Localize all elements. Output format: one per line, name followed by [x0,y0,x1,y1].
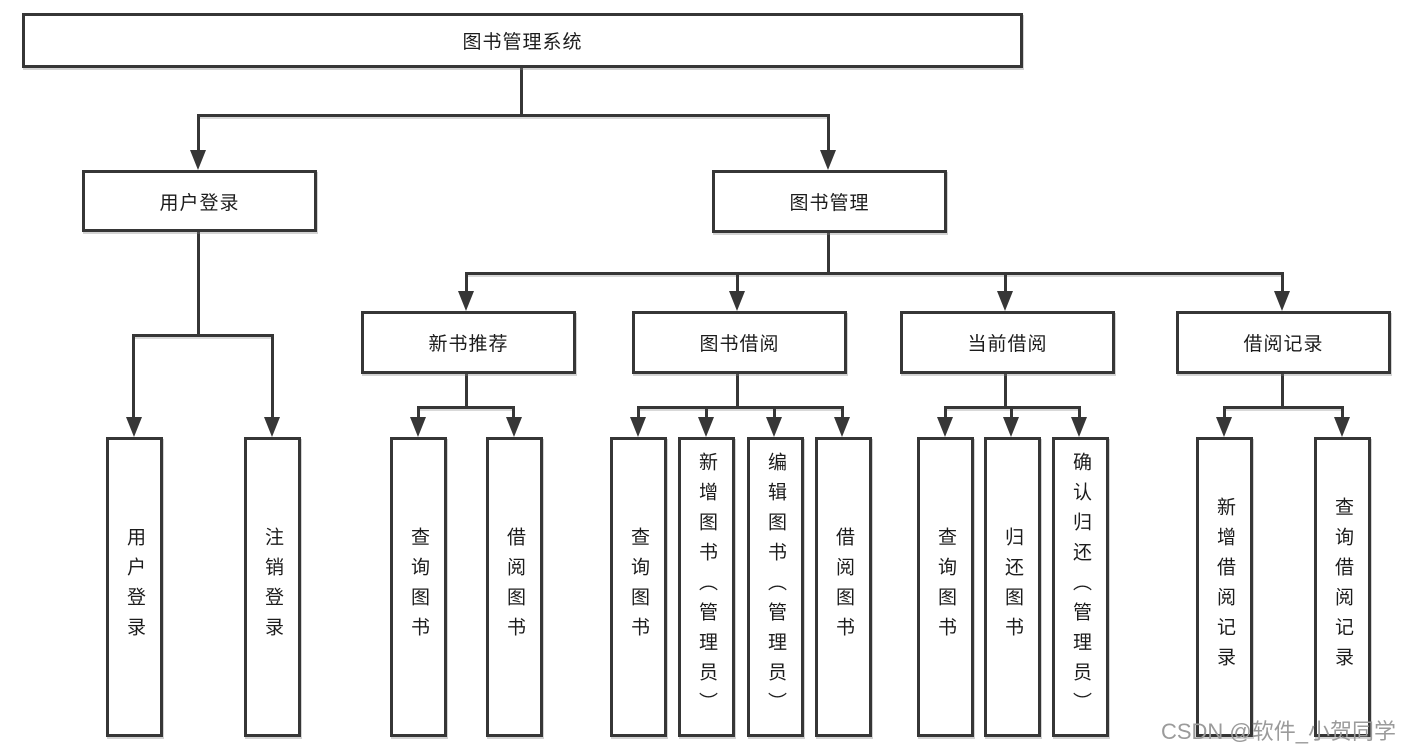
connector-line [637,406,640,420]
connector-line [520,68,523,116]
node-book-borrowing: 图书借阅 [632,311,847,374]
connector-line [827,114,830,154]
connector-line [417,406,515,409]
node-label: 查询借阅记录 [1332,497,1353,677]
node-add-borrow-record: 新增借阅记录 [1196,437,1253,737]
node-query-books-borrowing: 查询图书 [610,437,667,737]
node-label: 当前借阅 [967,334,1048,355]
node-borrowing-records: 借阅记录 [1176,311,1391,374]
connector-line [417,406,420,420]
connector-line [773,406,776,420]
node-label: 归还图书 [1002,527,1023,647]
node-current-borrowing: 当前借阅 [900,311,1115,374]
arrow-down-icon [834,417,850,437]
node-library-system: 图书管理系统 [22,13,1023,68]
node-label: 借阅图书 [833,527,854,647]
node-label: 图书管理 [789,193,870,214]
node-new-book-recommend: 新书推荐 [361,311,576,374]
node-label: 新书推荐 [428,334,509,355]
connector-line [1223,406,1226,420]
arrow-down-icon [1216,417,1232,437]
arrow-down-icon [190,150,206,170]
node-label: 查询图书 [935,527,956,647]
node-label: 图书借阅 [699,334,780,355]
node-label: 新增借阅记录 [1214,497,1235,677]
connector-line [1004,374,1007,408]
arrow-down-icon [729,291,745,311]
connector-line [841,406,844,420]
connector-line [512,406,515,420]
node-edit-books-admin: 编辑图书（管理员） [747,437,804,737]
connector-line [197,114,200,154]
node-return-books: 归还图书 [984,437,1041,737]
connector-line [637,406,844,409]
connector-line [1010,406,1013,420]
connector-line [1341,406,1344,420]
arrow-down-icon [126,417,142,437]
connector-line [944,406,947,420]
node-book-management: 图书管理 [712,170,947,233]
connector-line [1004,272,1007,294]
connector-line [1281,272,1284,294]
arrow-down-icon [630,417,646,437]
arrow-down-icon [820,150,836,170]
node-borrow-books-borrowing: 借阅图书 [815,437,872,737]
node-query-borrow-record: 查询借阅记录 [1314,437,1371,737]
arrow-down-icon [410,417,426,437]
node-label: 确认归还（管理员） [1070,452,1091,722]
node-borrow-books-recommend: 借阅图书 [486,437,543,737]
connector-line [1223,406,1344,409]
arrow-down-icon [1334,417,1350,437]
arrow-down-icon [766,417,782,437]
connector-line [465,272,1284,275]
connector-line [132,334,274,337]
node-label: 图书管理系统 [462,32,583,53]
connector-line [1078,406,1081,420]
node-label: 用户登录 [159,192,240,214]
arrow-down-icon [997,291,1013,311]
arrow-down-icon [1003,417,1019,437]
node-label: 借阅图书 [504,527,525,647]
arrow-down-icon [1274,291,1290,311]
node-logout: 注销登录 [244,437,301,737]
arrow-down-icon [1071,417,1087,437]
arrow-down-icon [937,417,953,437]
node-label: 注销登录 [262,527,283,647]
arrow-down-icon [264,417,280,437]
connector-line [197,232,200,337]
connector-line [1281,374,1284,408]
connector-line [736,272,739,294]
node-confirm-return-admin: 确认归还（管理员） [1052,437,1109,737]
node-label: 查询图书 [408,527,429,647]
csdn-watermark: CSDN @软件_小贺同学 [1160,719,1396,744]
connector-line [271,334,274,418]
node-label: 借阅记录 [1243,334,1324,355]
node-query-books-recommend: 查询图书 [390,437,447,737]
connector-line [465,272,468,294]
node-label: 用户登录 [124,527,145,647]
node-label: 编辑图书（管理员） [765,452,786,722]
connector-line [132,334,135,418]
node-user-login: 用户登录 [82,170,317,232]
node-user-login-leaf: 用户登录 [106,437,163,737]
connector-line [465,374,468,408]
node-label: 新增图书（管理员） [696,452,717,722]
node-label: 查询图书 [628,527,649,647]
arrow-down-icon [458,291,474,311]
connector-line [827,233,830,275]
arrow-down-icon [506,417,522,437]
connector-line [705,406,708,420]
connector-line [736,374,739,408]
node-query-books-current: 查询图书 [917,437,974,737]
connector-line [197,114,830,117]
node-add-books-admin: 新增图书（管理员） [678,437,735,737]
arrow-down-icon [698,417,714,437]
